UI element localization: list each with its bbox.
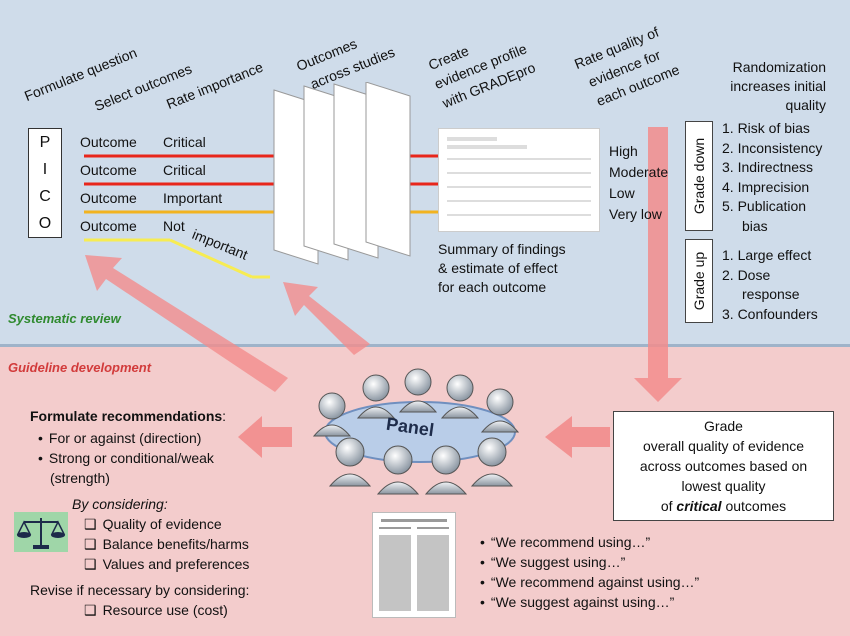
outcome-label-3: Outcome [80,190,137,206]
studies-stack [273,82,411,265]
quality-very-low: Very low [609,206,662,222]
diagonal-arrow-to-studies [283,282,370,355]
panel-group [312,368,520,495]
formulate-bullets: For or against (direction) Strong or con… [38,428,214,488]
summary-line-1: Summary of findings [438,241,566,257]
grade-down-item: 5. Publication [722,198,807,214]
grade-overall-line-3: across outcomes based on [639,458,808,474]
quality-levels: High Moderate Low Very low [609,141,668,225]
evidence-profile-thumbnail [438,128,600,232]
grade-overall-critical: critical [676,498,722,514]
outcome-label-2: Outcome [80,162,137,178]
revise-label: Revise if necessary by considering: [30,582,250,598]
formulate-bullet-2: Strong or conditional/weak [38,448,214,468]
quality-high: High [609,143,638,159]
left-arrow-grade-to-panel [545,416,610,458]
check-balance-benefits-harms: Balance benefits/harms [84,534,249,554]
pico-p: P [39,133,51,151]
grade-down-item: 2. Inconsistency [722,139,823,156]
grade-up-box: Grade up [685,239,713,323]
panel-person-back-row [312,368,520,437]
grade-down-item: 3. Indirectness [722,159,814,175]
pico-box: P I C O [28,128,62,238]
outcome-line-4-branch [169,238,253,279]
randomization-line-2: increases initial [730,78,826,94]
grade-overall-line-4: lowest quality [681,478,766,494]
grade-overall-line-1: Grade [704,418,743,434]
pico-o: O [38,214,52,232]
quote-suggest-against: “We suggest against using…” [480,592,699,612]
guideline-article-thumbnail [372,512,456,618]
quote-recommend-against: “We recommend against using…” [480,572,699,592]
outcome-label-4: Outcome [80,218,137,234]
scales-icon [14,512,68,552]
pico-c: C [39,187,51,205]
by-considering: By considering: [72,496,168,512]
outcome-importance-4: Not [163,218,185,234]
grade-overall-line-2: overall quality of evidence [642,438,805,454]
summary-of-findings: Summary of findings & estimate of effect… [438,240,566,297]
grade-up-item: 2. Dose [722,266,771,283]
grade-up-list: 1. Large effect 2. Dose response 3. Conf… [722,246,818,324]
randomization-line-3: quality [785,97,826,113]
grade-overall-box: Grade overall quality of evidence across… [613,411,834,521]
formulate-bullet-1: For or against (direction) [38,428,214,448]
grade-overall-pre: of [660,498,677,514]
randomization-note: Randomization increases initial quality [712,58,826,115]
formulate-title: Formulate recommendations: [30,408,226,424]
quote-recommend: “We recommend using…” [480,532,699,552]
grade-down-item: 4. Imprecision [722,178,810,195]
grade-up-item: 3. Confounders [722,305,818,322]
check-values-preferences: Values and preferences [84,554,250,574]
evidence-table-lines [447,137,591,216]
grade-down-label: Grade down [691,137,707,215]
grade-overall-post: outcomes [721,498,787,514]
randomization-line-1: Randomization [732,59,826,75]
formulate-title-text: Formulate recommendations [30,408,223,424]
revise-checklist: Resource use (cost) [84,600,228,620]
grade-overall-line-5: of critical outcomes [614,496,833,516]
outcome-importance-1: Critical [163,134,206,150]
quote-suggest: “We suggest using…” [480,552,699,572]
outcome-importance-3: Important [163,190,223,206]
quality-moderate: Moderate [609,164,669,180]
diagonal-arrow-to-outcomes [85,255,288,392]
article-text-lines [379,519,449,611]
left-arrow-panel-to-recommendations [238,416,292,458]
panel-person-front-row [328,437,514,495]
grade-down-item: 1. Risk of bias [722,120,810,136]
grade-down-item: bias [742,217,768,234]
quality-low: Low [609,185,635,201]
grade-down-box: Grade down [685,121,713,231]
section-systematic-review: Systematic review [8,311,121,326]
outcome-importance-2: Critical [163,162,206,178]
down-arrow [634,127,682,402]
pico-i: I [42,160,48,178]
summary-line-2: & estimate of effect [438,260,558,276]
formulate-title-colon: : [222,408,227,424]
recommendation-quotes: “We recommend using…” “We suggest using…… [480,532,699,612]
grade-up-item: 1. Large effect [722,247,812,263]
summary-line-3: for each outcome [438,279,547,295]
formulate-bullet-3: (strength) [50,470,110,486]
study-page-4 [365,82,411,257]
outcome-label-1: Outcome [80,134,137,150]
check-quality-of-evidence: Quality of evidence [84,514,249,534]
grade-down-list: 1. Risk of bias 2. Inconsistency 3. Indi… [722,119,822,236]
grade-up-label: Grade up [691,251,707,311]
check-resource-use: Resource use (cost) [84,600,228,620]
considering-checklist: Quality of evidence Balance benefits/har… [84,514,250,574]
grade-up-item: response [742,286,800,302]
section-guideline-development: Guideline development [8,360,152,375]
